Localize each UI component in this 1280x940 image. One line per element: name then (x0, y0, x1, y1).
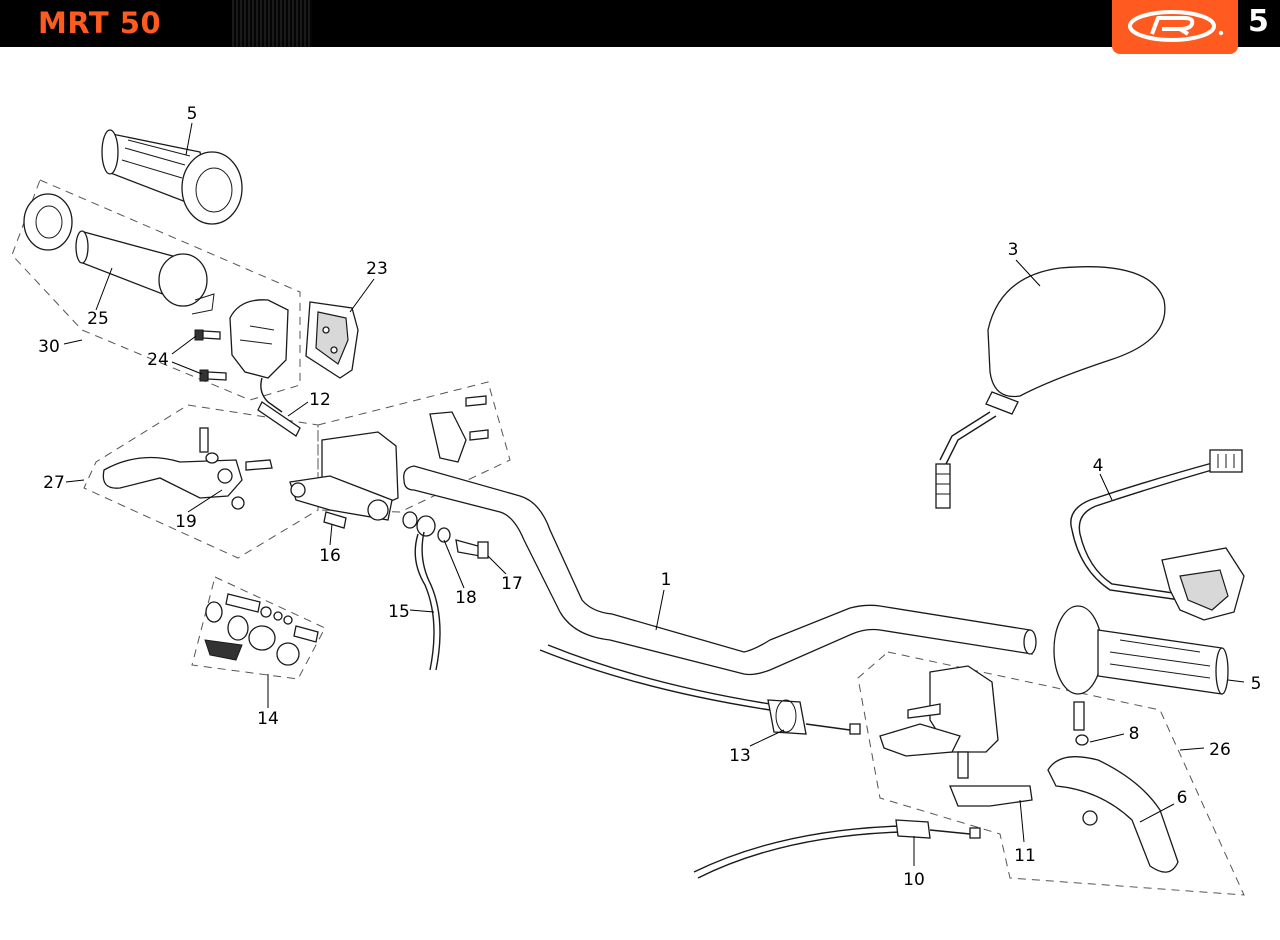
brake-hose-part (414, 533, 435, 671)
callout-19-brake-lever: 19 (175, 512, 197, 532)
callout-13-throttle-cable: 13 (729, 746, 751, 766)
callout-labels: 5 3 23 25 30 24 12 4 27 19 16 1 17 18 15… (38, 104, 1261, 890)
brand-r-logo-icon (1128, 10, 1224, 42)
callout-8-screw: 8 (1129, 724, 1140, 744)
callout-23-switch-cover: 23 (366, 259, 388, 279)
right-switch-part (1070, 449, 1245, 621)
assembly-outline-master (317, 381, 511, 513)
header-bar: MRT 50 (0, 0, 1280, 47)
callout-12-switch-wire: 12 (309, 390, 331, 410)
callout-10-clutch-cable: 10 (903, 870, 925, 890)
callout-3-mirror: 3 (1008, 240, 1019, 260)
banjo-fittings-part (402, 511, 489, 559)
header-texture-left (232, 0, 240, 47)
handlebar-part (403, 465, 1037, 676)
callout-24-screws: 24 (147, 350, 169, 370)
clutch-perch-part (879, 665, 1179, 873)
master-cylinder-part (289, 395, 489, 529)
header-texture-right (240, 0, 312, 47)
callout-25-throttle-tube: 25 (87, 309, 109, 329)
callout-18-washer: 18 (455, 588, 477, 608)
repair-kit-part (204, 593, 319, 666)
left-lever-part (102, 427, 273, 510)
throttle-tube-part (23, 193, 215, 315)
screws-24-part (194, 329, 227, 382)
mirror-part (935, 266, 1166, 509)
callout-14-repair-kit: 14 (257, 709, 279, 729)
callout-1-handlebar: 1 (661, 570, 672, 590)
lower-cable-part (693, 819, 981, 879)
callout-17-bolt: 17 (501, 574, 523, 594)
callout-16-switch: 16 (319, 546, 341, 566)
assembly-outline-30 (11, 179, 301, 401)
callout-11-bracket: 11 (1014, 846, 1036, 866)
callout-26-clutch-assembly: 26 (1209, 740, 1231, 760)
callout-4-right-switch: 4 (1093, 456, 1104, 476)
callout-27-lever-assembly: 27 (43, 473, 65, 493)
left-grip-part (101, 129, 243, 225)
switch-cover-part (305, 301, 359, 379)
assembly-outlines (11, 179, 1245, 896)
callout-15-brake-hose: 15 (388, 602, 410, 622)
callout-6-clutch-lever: 6 (1177, 788, 1188, 808)
right-grip-part (1053, 605, 1229, 695)
throttle-cable-part (539, 644, 861, 735)
brand-logo (1112, 0, 1238, 54)
model-title: MRT 50 (38, 6, 162, 40)
assembly-outline-26 (857, 651, 1245, 896)
callout-30-throttle-assembly: 30 (38, 337, 60, 357)
callout-5-right-grip: 5 (1251, 674, 1262, 694)
switch-housing-part (229, 299, 301, 437)
leader-lines (63, 122, 1245, 866)
callout-5-left-grip: 5 (187, 104, 198, 124)
page-number: 5 (1248, 4, 1269, 39)
